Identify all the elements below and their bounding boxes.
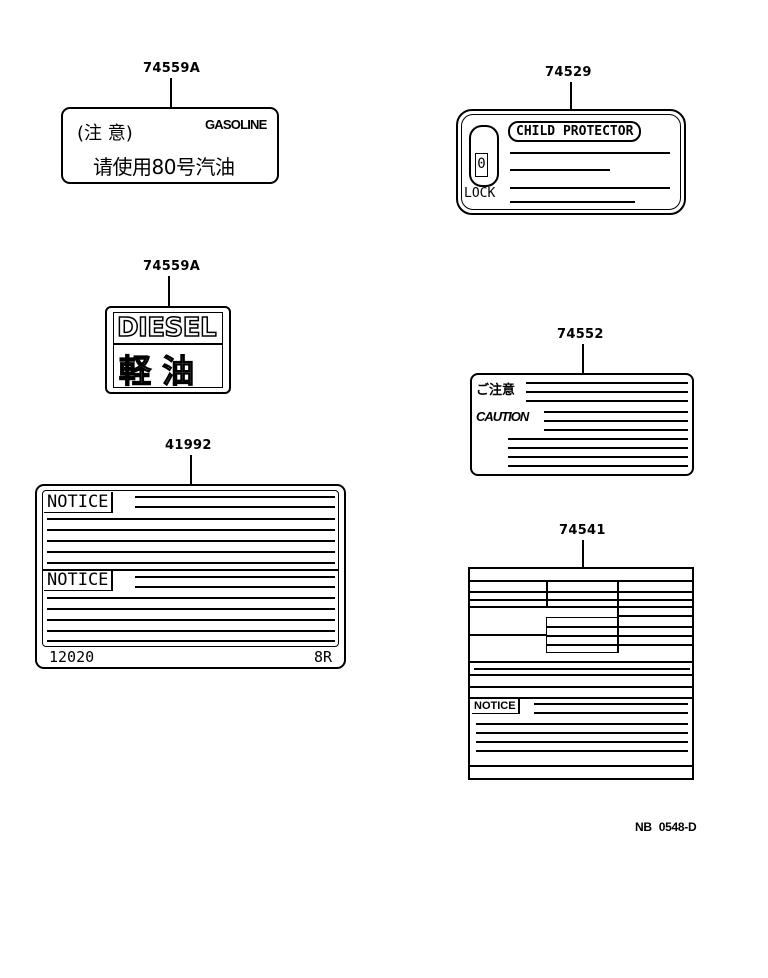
text-line — [476, 723, 688, 725]
grid-line — [470, 591, 694, 593]
grid-line — [470, 661, 694, 663]
diesel-text: DIESEL — [116, 312, 217, 344]
text-line — [476, 750, 688, 752]
label-heading: (注 意) — [77, 123, 133, 144]
caution-jp-heading: ご注意 — [476, 383, 516, 398]
lock-text: LOCK — [464, 186, 496, 201]
grid-col — [617, 580, 619, 653]
leader-line — [190, 455, 192, 485]
grid-line — [546, 626, 694, 628]
caution-en-heading: CAUTION — [476, 409, 529, 424]
text-line — [544, 429, 688, 431]
leader-line — [582, 540, 584, 568]
leader-line — [168, 276, 170, 307]
gasoline-tag: GASOLINE — [205, 117, 267, 132]
leader-line — [570, 82, 572, 110]
divider — [113, 343, 223, 345]
lock-indicator: 0 — [475, 153, 488, 177]
text-line — [534, 712, 688, 714]
text-line — [508, 465, 688, 467]
text-line — [474, 668, 690, 670]
text-line — [544, 411, 688, 413]
lock-slot: 0 — [469, 125, 499, 187]
grid-line — [470, 606, 694, 608]
text-line — [47, 562, 335, 564]
text-line — [47, 529, 335, 531]
diesel-jp-text: 軽 油 — [118, 351, 195, 390]
text-line — [476, 741, 688, 743]
grid-line — [470, 765, 694, 767]
notice-heading-2: NOTICE — [44, 570, 114, 591]
part-number-child-protector-label: 74529 — [545, 65, 592, 80]
label-heading: CHILD PROTECTOR — [508, 121, 642, 142]
leader-line — [582, 344, 584, 374]
text-line — [47, 597, 335, 599]
child-protector-label[interactable]: 0 LOCK CHILD PROTECTOR — [456, 109, 686, 215]
grid-line — [617, 615, 694, 617]
text-line — [476, 732, 688, 734]
notice-heading-1: NOTICE — [44, 492, 114, 513]
text-line — [135, 586, 335, 588]
notice-table-label[interactable]: NOTICE — [468, 567, 694, 780]
text-line — [526, 400, 688, 402]
inner-border — [113, 312, 223, 388]
text-line — [508, 438, 688, 440]
label-body: 请使用80号汽油 — [93, 155, 235, 179]
text-line — [534, 703, 688, 705]
text-line — [47, 518, 335, 520]
part-number-caution-label: 74552 — [557, 327, 604, 342]
inner-border — [42, 490, 339, 647]
text-line — [47, 540, 335, 542]
notice-label[interactable]: NOTICE NOTICE 12020 8R — [35, 484, 346, 669]
gasoline-label[interactable]: (注 意) GASOLINE 请使用80号汽油 — [61, 107, 279, 184]
text-line — [47, 630, 335, 632]
text-line — [135, 496, 335, 498]
text-line — [510, 201, 635, 203]
text-line — [135, 506, 335, 508]
grid-line — [470, 599, 694, 601]
diesel-label[interactable]: DIESEL 軽 油 — [105, 306, 231, 394]
text-line — [508, 447, 688, 449]
text-line — [510, 169, 610, 171]
inner-border — [461, 114, 681, 210]
text-line — [544, 420, 688, 422]
grid-col — [546, 580, 548, 608]
grid-line — [546, 635, 694, 637]
part-number-gasoline-label: 74559A — [143, 61, 201, 76]
text-line — [510, 152, 670, 154]
diagram-code: NB 0548-D — [635, 820, 697, 834]
code-right: 8R — [313, 648, 332, 666]
code-left: 12020 — [49, 648, 95, 666]
grid-line — [470, 697, 694, 699]
text-line — [508, 456, 688, 458]
caution-label[interactable]: ご注意 CAUTION — [470, 373, 694, 476]
leader-line — [170, 78, 172, 108]
grid-line — [470, 580, 694, 582]
text-line — [135, 576, 335, 578]
grid-line — [470, 686, 694, 688]
text-line — [526, 382, 688, 384]
text-line — [47, 551, 335, 553]
text-line — [47, 608, 335, 610]
part-number-diesel-label: 74559A — [143, 259, 201, 274]
grid-line — [546, 644, 694, 646]
text-line — [47, 619, 335, 621]
part-number-notice-table-label: 74541 — [559, 523, 606, 538]
grid-line — [470, 634, 546, 636]
part-number-notice-label: 41992 — [165, 438, 212, 453]
divider — [42, 569, 339, 571]
notice-heading: NOTICE — [472, 699, 520, 714]
text-line — [526, 391, 688, 393]
grid-line — [470, 674, 694, 676]
text-line — [47, 640, 335, 642]
text-line — [510, 187, 670, 189]
